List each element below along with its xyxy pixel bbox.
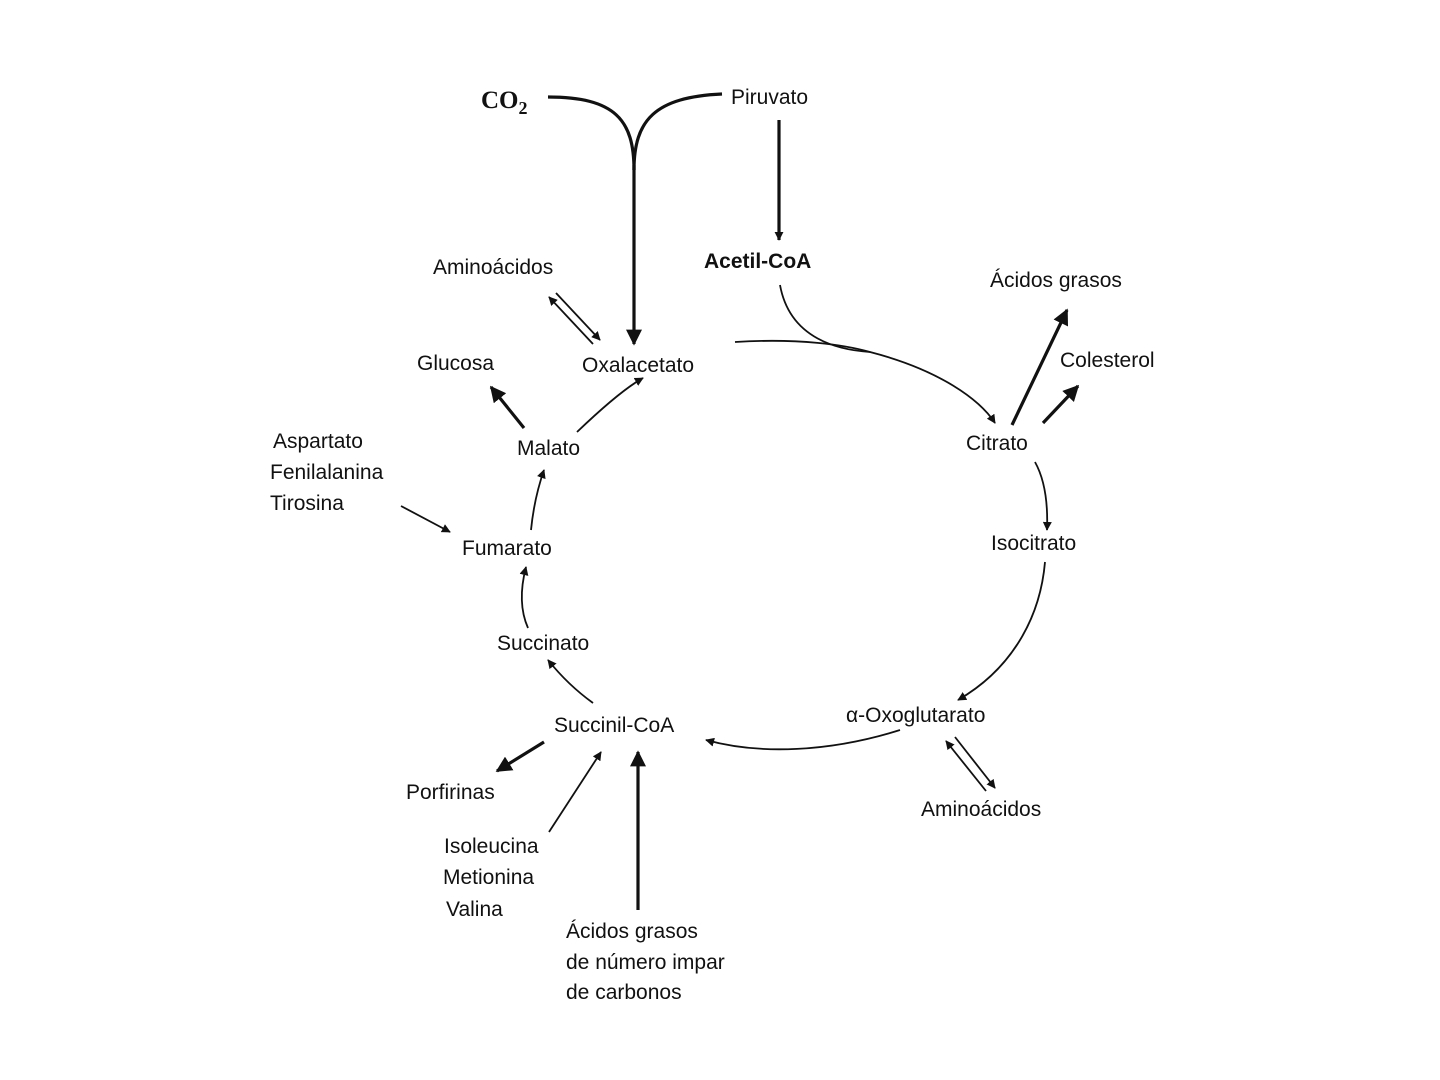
label-valina: Valina [446,898,503,921]
arrow-co2-curve [547,95,636,171]
arrow-piruvato-curve [632,92,723,171]
arrow-aspartato-fumarato [400,505,451,533]
label-acidos-impar-line3: de carbonos [566,981,682,1004]
label-isocitrato: Isocitrato [991,532,1076,555]
label-co2-base: CO [481,87,519,114]
label-acidos-impar-line1: Ácidos grasos [566,920,698,943]
arrow-oxoglutarato-succinilcoa [705,729,901,751]
label-aminoacidos-top: Aminoácidos [433,256,553,279]
arrow-succinilcoa-porfirinas [495,740,545,773]
arrow-aminoacidos-oxoglutarato [945,740,987,792]
arrow-oxalacetato-aminoacidos [548,296,594,345]
label-acidos-impar-line2: de número impar [566,951,725,974]
label-citrato: Citrato [966,432,1028,455]
label-porfirinas: Porfirinas [406,781,495,804]
label-co2-sub: 2 [519,98,528,118]
arrow-acetilcoa-citrato [779,284,996,424]
label-aspartato: Aspartato [273,430,363,453]
label-co2: CO2 [481,87,528,118]
arrow-isocitrato-oxoglutarato [957,561,1046,701]
arrow-succinilcoa-succinato [547,659,594,704]
label-tirosina: Tirosina [270,492,344,515]
label-malato: Malato [517,437,580,460]
label-fumarato: Fumarato [462,537,552,560]
label-aminoacidos-bottom: Aminoácidos [921,798,1041,821]
label-metionina: Metionina [443,866,534,889]
arrow-citrato-isocitrato [1034,461,1052,531]
label-oxoglutarato: α-Oxoglutarato [846,704,985,727]
label-acetil-coa: Acetil-CoA [704,250,811,273]
label-fenilalanina: Fenilalanina [270,461,384,484]
label-oxalacetato: Oxalacetato [582,354,694,377]
arrow-fumarato-malato [530,469,546,531]
arrow-oxalacetato-citrato [734,339,871,353]
arrow-citrato-acidos-grasos [1010,308,1069,426]
label-succinil-coa: Succinil-CoA [554,714,674,737]
arrow-succinato-fumarato [519,566,529,629]
label-piruvato: Piruvato [731,86,808,109]
label-glucosa: Glucosa [417,352,494,375]
label-colesterol: Colesterol [1060,349,1155,372]
arrow-isoleucina-succinilcoa [548,751,602,833]
arrow-malato-glucosa [489,385,526,430]
label-acidos-grasos-top: Ácidos grasos [990,269,1122,292]
arrow-oxoglutarato-aminoacidos [954,736,996,789]
label-isoleucina: Isoleucina [444,835,539,858]
label-succinato: Succinato [497,632,589,655]
arrow-citrato-colesterol [1041,384,1080,425]
arrow-aminoacidos-oxalacetato [555,292,601,341]
arrow-malato-oxalacetato [576,377,644,433]
